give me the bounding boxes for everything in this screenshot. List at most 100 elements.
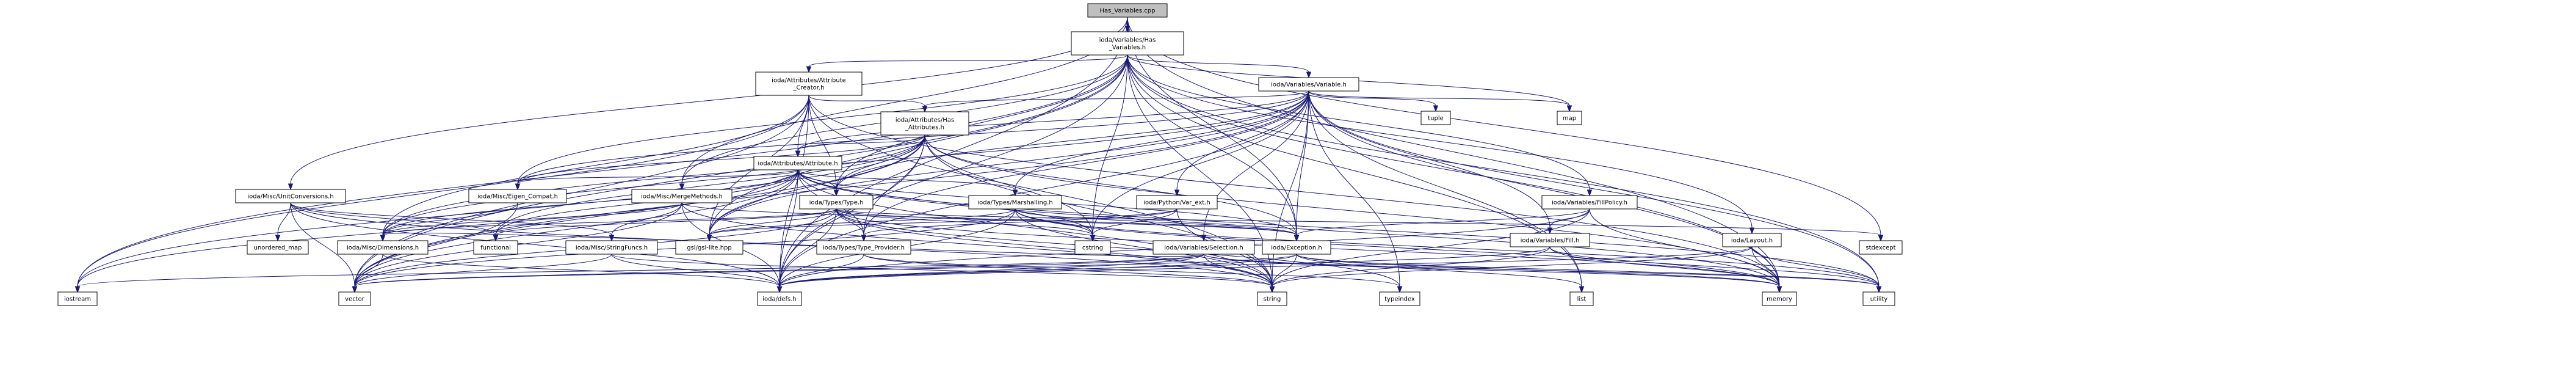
node-box (1859, 240, 1903, 255)
edge-line (836, 208, 1273, 287)
edge-line (382, 95, 809, 236)
edge-hasvars-to-fillpolicy (1127, 54, 1593, 197)
node-hasattrs[interactable]: ioda/Attributes/Has_Attributes.h (880, 111, 969, 136)
edge-line (382, 202, 682, 236)
node-fillpolicy[interactable]: ioda/Variables/FillPolicy.h (1541, 195, 1638, 210)
edge-line (779, 95, 809, 287)
edge-hasvars-to-layout (1127, 54, 1755, 235)
node-box (1557, 111, 1582, 125)
node-string[interactable]: string (1257, 291, 1287, 306)
node-box (1258, 77, 1359, 92)
edge-line (1127, 54, 1297, 236)
edge-line (1296, 254, 1780, 287)
edge-line (709, 208, 1016, 236)
node-label-line: ioda/Types/Type_Provider.h (823, 245, 905, 252)
edge-pyvar-to-gsl (706, 208, 1178, 242)
edge-arrowhead (288, 183, 294, 191)
edge-line (1203, 254, 1273, 287)
node-box (1152, 240, 1255, 255)
node-typeprovider[interactable]: ioda/Types/Type_Provider.h (816, 240, 911, 255)
edge-typeprovider-to-typeindex (863, 254, 1403, 293)
node-label-line: list (1577, 296, 1586, 303)
node-stringfuncs[interactable]: ioda/Misc/StringFuncs.h (565, 240, 658, 255)
edge-line (681, 202, 1297, 236)
node-unitconv[interactable]: ioda/Misc/UnitConversions.h (235, 189, 346, 203)
node-label-line: ioda/Variables/FillPolicy.h (1552, 200, 1627, 206)
edge-arrowhead (861, 235, 867, 242)
edge-arrowhead (1876, 286, 1882, 293)
node-label-line: gsl/gsl-lite.hpp (687, 245, 732, 252)
node-attribute[interactable]: ioda/Attributes/Attribute.h (753, 156, 842, 170)
edge-line (779, 254, 1204, 287)
node-box (755, 71, 863, 96)
node-label-line: tuple (1428, 115, 1444, 122)
node-cstring[interactable]: cstring (1074, 240, 1111, 255)
node-utility[interactable]: utility (1862, 291, 1895, 306)
node-tuple[interactable]: tuple (1420, 111, 1451, 125)
edge-line (517, 54, 1128, 184)
edge-line (354, 254, 1297, 287)
edge-line (1272, 254, 1297, 287)
node-functional[interactable]: functional (473, 240, 518, 255)
node-box (1379, 291, 1420, 306)
edge-line (1308, 90, 1880, 287)
node-typeindex[interactable]: typeindex (1379, 291, 1420, 306)
node-label-line: ioda/Types/Marshalling.h (977, 200, 1052, 206)
node-unordered-map[interactable]: unordered_map (247, 240, 309, 255)
edge-line (354, 254, 1204, 287)
node-label-line: ioda/Exception.h (1271, 245, 1322, 252)
node-label-line: unordered_map (254, 245, 302, 252)
node-memory[interactable]: memory (1762, 291, 1797, 306)
node-mergemethods[interactable]: ioda/Misc/MergeMethods.h (631, 189, 733, 203)
edge-arrowhead (795, 150, 801, 158)
edge-line (709, 208, 837, 236)
node-dimensions[interactable]: ioda/Misc/Dimensions.h (337, 240, 429, 255)
node-list[interactable]: list (1569, 291, 1594, 306)
node-gsl[interactable]: gsl/gsl-lite.hpp (675, 240, 743, 255)
edge-arrowhead (352, 286, 358, 293)
edge-fillpolicy-to-exception (1293, 208, 1590, 242)
node-box (1257, 291, 1287, 306)
edge-line (808, 95, 1780, 287)
edge-line (1549, 208, 1590, 228)
node-box (1136, 195, 1218, 210)
node-iostream[interactable]: iostream (57, 291, 98, 306)
edge-arrowhead (1433, 105, 1439, 112)
node-fillh[interactable]: ioda/Variables/Fill.h (1510, 233, 1590, 247)
node-label-line: vector (345, 296, 365, 303)
edge-arrowhead (1306, 71, 1312, 79)
edge-line (382, 208, 837, 236)
node-map[interactable]: map (1557, 111, 1582, 125)
edge-line (1015, 208, 1273, 287)
node-stdexcept[interactable]: stdexcept (1859, 240, 1903, 255)
edge-line (77, 134, 925, 287)
node-layout[interactable]: ioda/Layout.h (1722, 233, 1782, 247)
edge-arrowhead (1749, 227, 1755, 235)
edge-line (1092, 54, 1128, 236)
edge-line (1751, 246, 1780, 287)
node-box (337, 240, 429, 255)
node-box (631, 189, 733, 203)
edge-line (797, 90, 1309, 152)
node-variable[interactable]: ioda/Variables/Variable.h (1258, 77, 1359, 92)
node-vector[interactable]: vector (338, 291, 371, 306)
node-exception[interactable]: ioda/Exception.h (1262, 240, 1331, 255)
edge-line (709, 208, 1178, 236)
edge-line (1589, 208, 1780, 287)
edge-pyvar-to-cstring (1090, 208, 1178, 242)
node-label-line: ioda/Variables/Fill.h (1521, 238, 1580, 244)
node-hasvars[interactable]: ioda/Variables/Has_Variables.h (1071, 31, 1184, 56)
node-attrcreator[interactable]: ioda/Attributes/Attribute_Creator.h (755, 71, 863, 96)
node-selection[interactable]: ioda/Variables/Selection.h (1152, 240, 1255, 255)
edge-line (1308, 90, 1582, 287)
edge-arrowhead (1090, 235, 1096, 242)
node-typeh[interactable]: ioda/Types/Type.h (799, 195, 874, 210)
edge-arrowhead (380, 235, 386, 242)
node-defs[interactable]: ioda/defs.h (757, 291, 802, 306)
node-eigen[interactable]: ioda/Misc/Eigen_Compat.h (468, 189, 567, 203)
edge-line (1549, 246, 1780, 287)
node-pyvar[interactable]: ioda/Python/Var_ext.h (1136, 195, 1218, 210)
edge-line (495, 134, 925, 236)
node-box (1262, 240, 1331, 255)
node-marshalling[interactable]: ioda/Types/Marshalling.h (968, 195, 1062, 210)
